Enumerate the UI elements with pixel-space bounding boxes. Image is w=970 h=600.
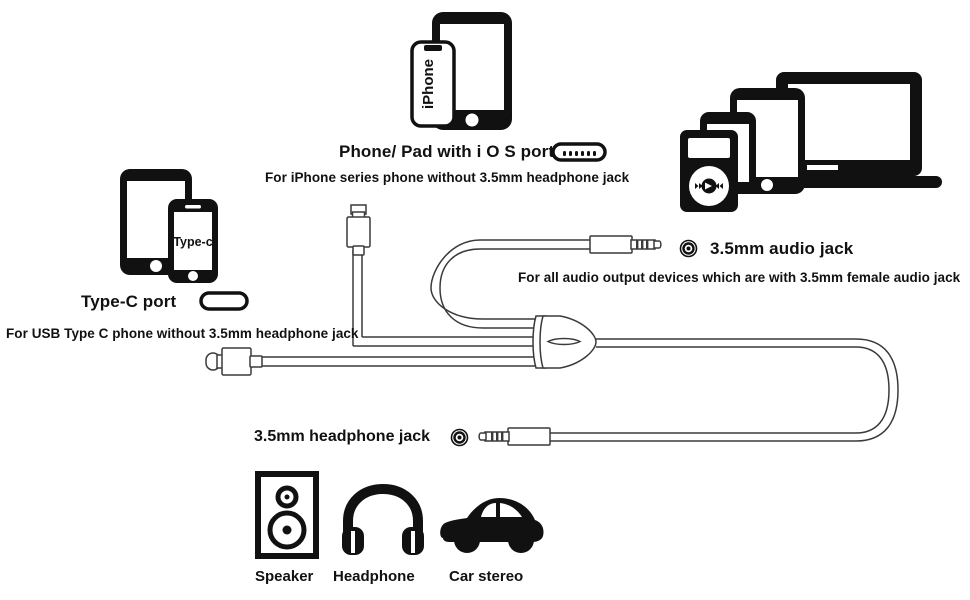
trs-plug-male-top <box>589 235 662 254</box>
ios-port-subtitle: For iPhone series phone without 3.5mm he… <box>265 170 630 185</box>
device-cluster <box>678 64 966 216</box>
ios-port-heading: Phone/ Pad with i O S port <box>339 142 555 161</box>
ios-device-illustration: iPhone <box>404 6 534 136</box>
typec-device-illustration: Type-c <box>118 167 238 285</box>
concentric-circle-icon-headphone <box>450 428 469 447</box>
output-device-label-headphone: Headphone <box>333 568 415 585</box>
audio-jack-subtitle: For all audio output devices which are w… <box>518 270 961 285</box>
typec-screen-label: Type-c <box>173 235 212 249</box>
audio-jack-heading: 3.5mm audio jack <box>710 239 854 258</box>
typec-port-heading: Type-C port <box>81 292 177 311</box>
lightning-port-icon <box>551 142 607 162</box>
trs-plug-male-bottom <box>478 427 551 446</box>
ipod-icon <box>680 130 738 212</box>
speaker-icon <box>255 471 319 559</box>
iphone-icon: iPhone <box>410 40 456 128</box>
lightning-connector <box>346 204 371 256</box>
car-icon <box>437 490 547 556</box>
headphones-icon <box>340 483 426 557</box>
usb-c-port-icon <box>199 291 249 311</box>
iphone-screen-label: iPhone <box>420 59 437 109</box>
typec-port-subtitle: For USB Type C phone without 3.5mm headp… <box>6 326 359 341</box>
headphone-out-cable-path <box>543 338 899 442</box>
output-device-label-speaker: Speaker <box>255 568 314 585</box>
concentric-circle-icon-audio <box>679 239 698 258</box>
usb-c-cable-path <box>262 356 537 367</box>
output-device-label-car-stereo: Car stereo <box>449 568 524 585</box>
audio-out-cable-path <box>430 239 594 329</box>
cable-splitter-hub <box>532 315 597 369</box>
headphone-jack-heading: 3.5mm headphone jack <box>254 428 431 445</box>
laptop-icon <box>762 72 942 188</box>
typec-phone-icon: Type-c <box>168 199 218 283</box>
lightning-cable-path <box>352 250 537 347</box>
usb-c-connector <box>205 347 263 376</box>
